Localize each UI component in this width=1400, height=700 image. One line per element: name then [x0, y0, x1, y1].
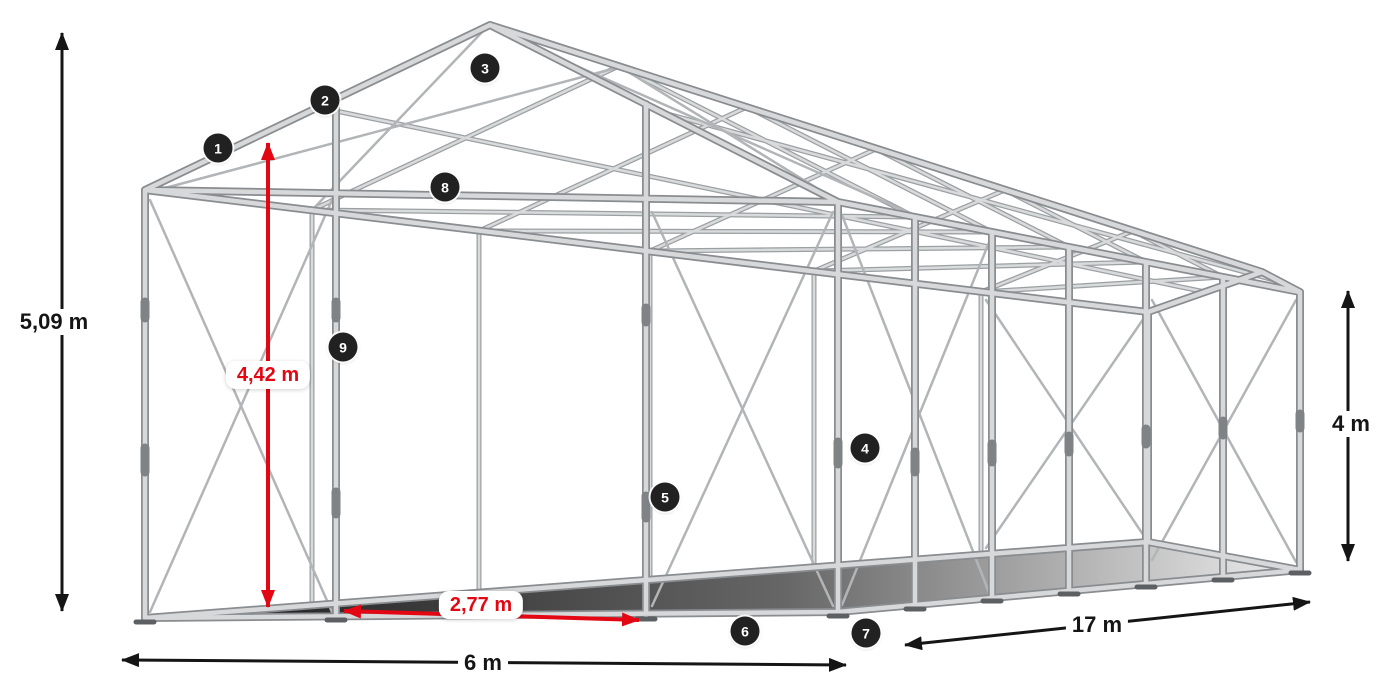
part-marker-2: 2 [310, 85, 340, 115]
length-label: 17 m [1065, 612, 1129, 638]
side-height-label: 4 m [1326, 411, 1376, 437]
total-height-label: 5,09 m [13, 309, 95, 335]
clearance-height-label: 4,42 m [225, 361, 311, 389]
part-marker-7: 7 [851, 618, 881, 648]
frame-main-tubes [145, 25, 1300, 618]
part-marker-4: 4 [850, 433, 880, 463]
part-marker-9: 9 [328, 332, 358, 362]
part-marker-3: 3 [470, 53, 500, 83]
width-label: 6 m [458, 650, 508, 676]
part-marker-6: 6 [730, 616, 760, 646]
part-marker-5: 5 [650, 482, 680, 512]
part-marker-1: 1 [203, 133, 233, 163]
frame-connector-sleeves [140, 297, 1305, 523]
entrance-width-label: 2,77 m [438, 591, 524, 619]
part-marker-8: 8 [430, 172, 460, 202]
